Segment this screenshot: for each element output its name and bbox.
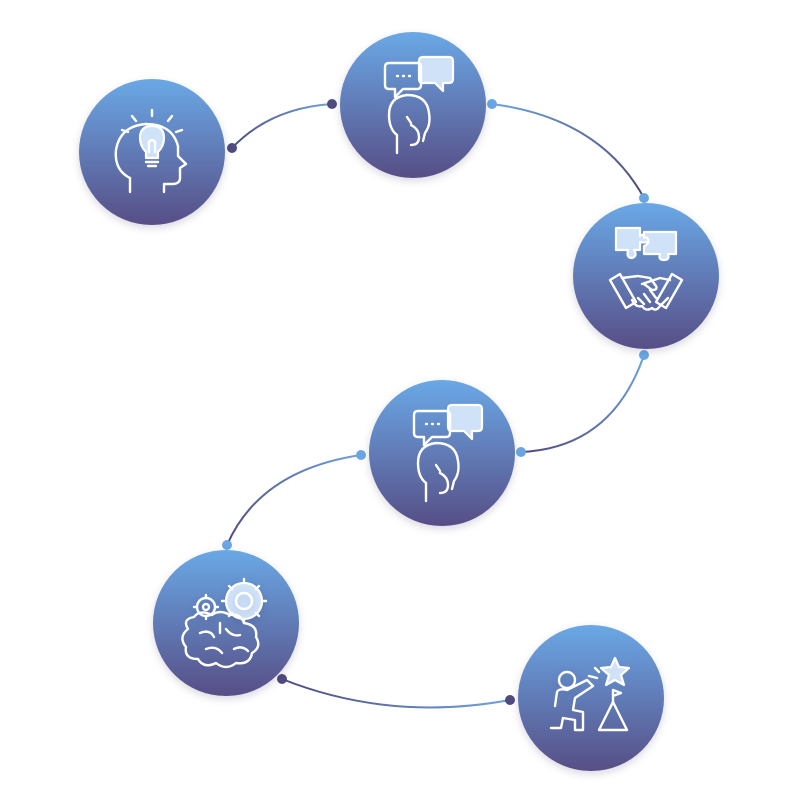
- connector-2-3: [491, 103, 645, 199]
- node-circle: [153, 550, 299, 696]
- thinking-person-speech-bubbles-icon: [412, 403, 484, 503]
- node-discussion-1: [340, 32, 486, 178]
- node-achievement: [518, 625, 664, 771]
- connector-dot: [505, 695, 515, 705]
- node-partnership: [573, 203, 719, 349]
- person-reaching-star-icon: [549, 656, 631, 732]
- connector-dot: [639, 193, 649, 203]
- node-discussion-2: [369, 380, 515, 526]
- connector-dot: [487, 99, 497, 109]
- connector-4-5: [226, 454, 362, 546]
- node-idea: [79, 79, 225, 225]
- thinking-person-speech-bubbles-icon: [383, 55, 455, 155]
- node-circle: [518, 625, 664, 771]
- node-circle: [573, 203, 719, 349]
- connector-dot: [222, 540, 232, 550]
- connector-dot: [516, 447, 526, 457]
- puzzle-handshake-icon: [608, 226, 684, 311]
- connector-3-4: [520, 354, 645, 453]
- connector-dot: [227, 143, 237, 153]
- connector-dots: [222, 99, 649, 705]
- connector-1-2: [231, 103, 333, 149]
- node-circle: [369, 380, 515, 526]
- connector-dot: [327, 99, 337, 109]
- lightbulb-head-icon: [114, 108, 188, 194]
- connector-dot: [277, 674, 287, 684]
- node-brainstorm: [153, 550, 299, 696]
- brain-gears-icon: [181, 577, 268, 669]
- node-circle: [340, 32, 486, 178]
- connector-5-6: [281, 678, 511, 709]
- connector-dot: [356, 450, 366, 460]
- connector-dot: [639, 350, 649, 360]
- connectors: [226, 103, 645, 709]
